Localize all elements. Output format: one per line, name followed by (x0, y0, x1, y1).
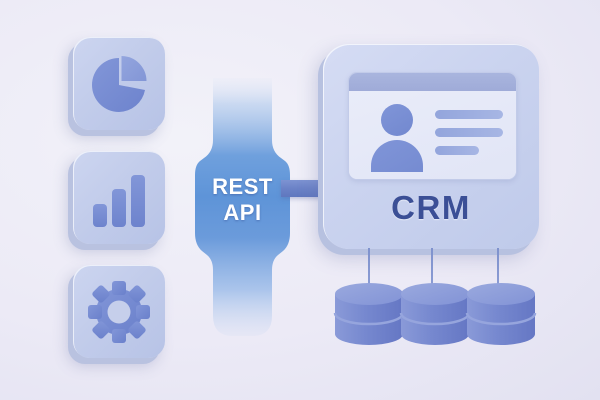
gear-icon (73, 265, 165, 358)
contact-info-line-2 (435, 128, 503, 137)
avatar (367, 102, 427, 172)
crm-to-database-line-2 (431, 248, 433, 288)
crm-card[interactable]: CRM (323, 44, 539, 249)
analytics-tile[interactable] (73, 37, 165, 130)
database-1[interactable] (333, 283, 405, 345)
crm-to-database-line-3 (497, 248, 499, 288)
settings-tile[interactable] (73, 265, 165, 358)
contact-info-line-1 (435, 110, 503, 119)
contact-info-lines (435, 110, 503, 164)
api-to-crm-connector (281, 180, 329, 197)
pie-chart-icon (73, 37, 165, 130)
database-2[interactable] (399, 283, 471, 345)
bar-chart-icon (73, 151, 165, 244)
contact-card (348, 72, 517, 180)
rest-api-panel[interactable]: REST API (195, 78, 290, 336)
avatar-body-icon (371, 140, 423, 172)
contact-card-header (349, 73, 516, 91)
reports-tile[interactable] (73, 151, 165, 244)
crm-label: CRM (391, 189, 471, 226)
database-3[interactable] (465, 283, 537, 345)
contact-info-line-3 (435, 146, 479, 155)
avatar-head-icon (381, 104, 413, 136)
contact-card-body (349, 91, 516, 179)
crm-to-database-line-1 (368, 248, 370, 288)
